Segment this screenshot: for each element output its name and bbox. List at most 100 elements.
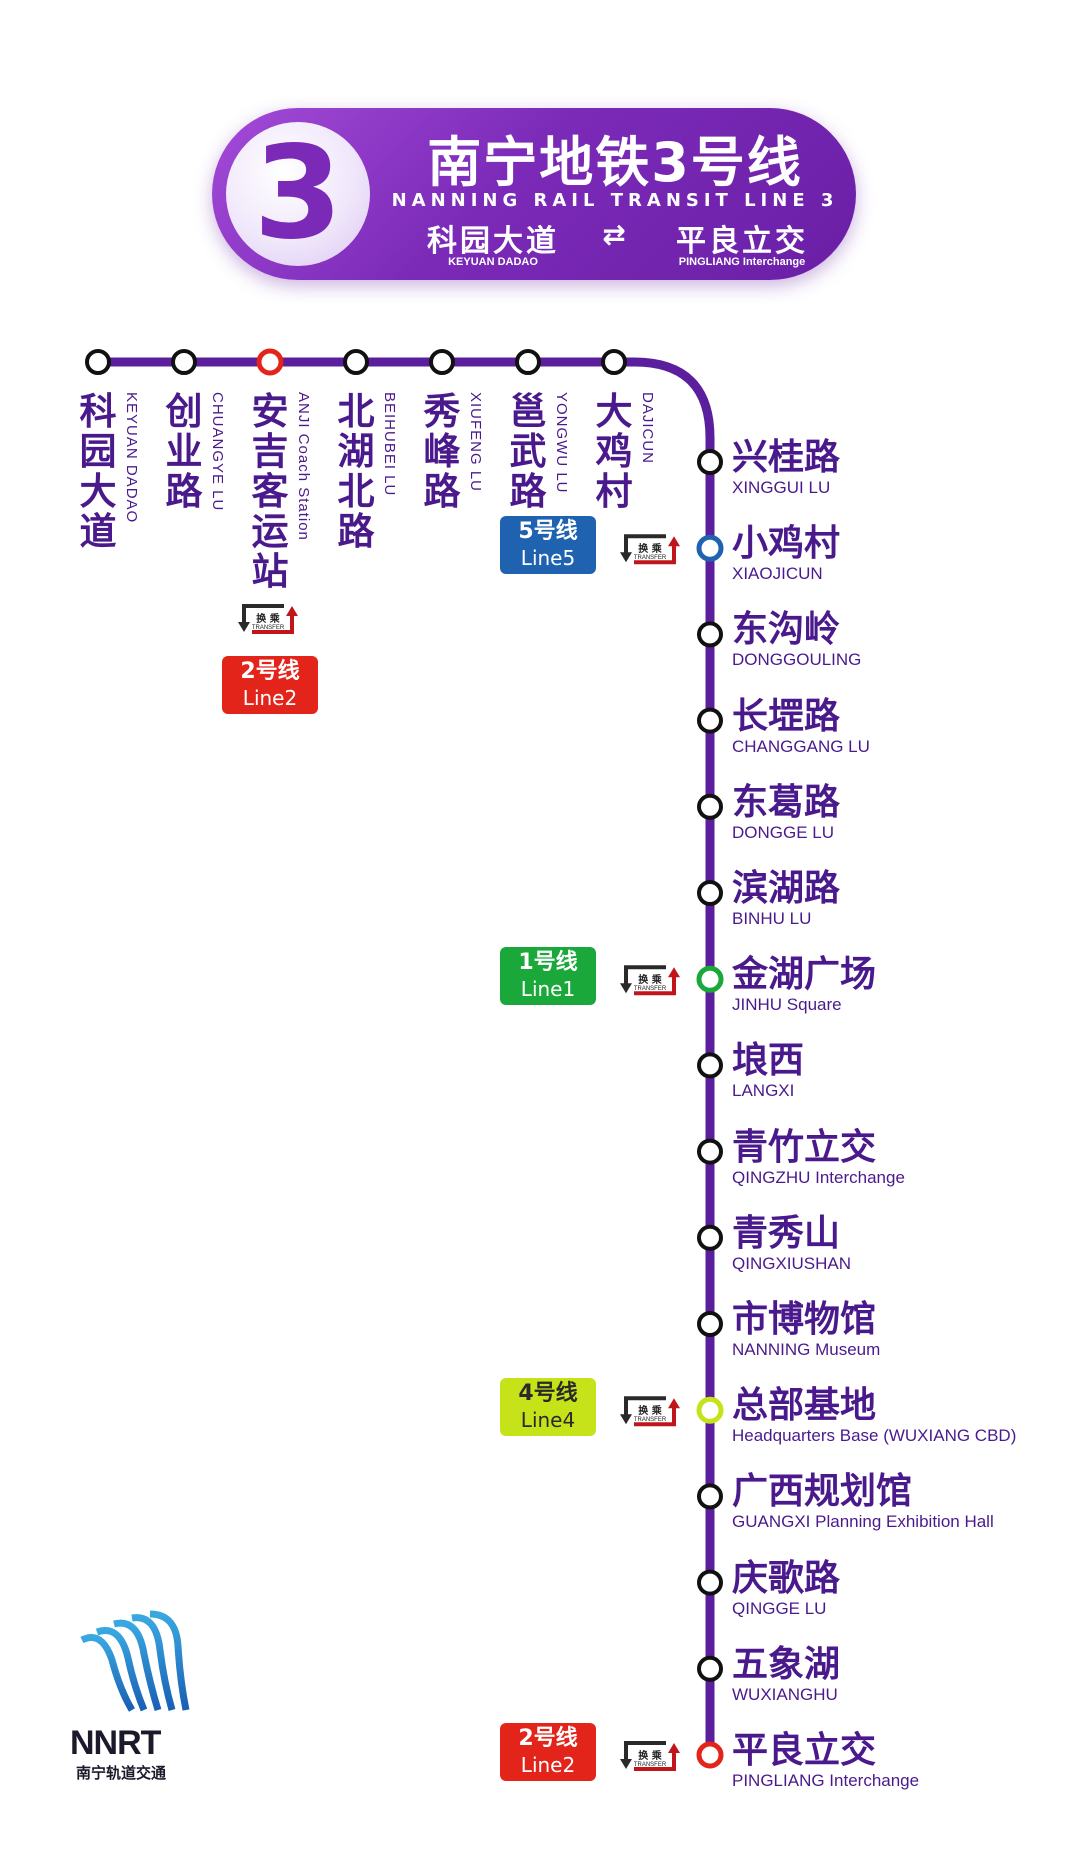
station-name-en: QINGZHU Interchange xyxy=(732,1167,905,1187)
station-dot[interactable] xyxy=(429,349,455,375)
station-name-en: NANNING Museum xyxy=(732,1340,881,1359)
station-dot[interactable] xyxy=(256,348,284,376)
terminus-from-en: KEYUAN DADAO xyxy=(448,256,538,268)
logo-wordmark: NNRT xyxy=(70,1724,161,1762)
svg-text:TRANSFER: TRANSFER xyxy=(634,1762,667,1768)
station-dot[interactable] xyxy=(697,1138,723,1165)
line-number: 3 xyxy=(253,119,343,268)
bidirectional-arrow-icon: ⇄ xyxy=(602,218,626,251)
line2-badge-cn: 2号线 xyxy=(518,1726,578,1751)
station-name-cn: 金湖广场 xyxy=(732,954,877,996)
line2-badge-cn: 2号线 xyxy=(240,659,300,684)
station-name-cn: 邕武路 xyxy=(509,390,547,513)
svg-text:TRANSFER: TRANSFER xyxy=(634,986,667,992)
station-dot[interactable] xyxy=(697,1655,723,1682)
station-name-cn: 长堽路 xyxy=(732,695,841,737)
line5-badge-en: Line5 xyxy=(520,546,576,571)
station-name-en: GUANGXI Planning Exhibition Hall xyxy=(732,1512,994,1532)
line4-badge-en: Line4 xyxy=(520,1408,576,1433)
station-name-en: LANGXI xyxy=(732,1081,795,1101)
station-dot[interactable] xyxy=(697,1311,723,1337)
station-name-en: BINHU LU xyxy=(732,909,812,928)
station-name-cn: 广西规划馆 xyxy=(732,1471,913,1513)
station-name-en: PINGLIANG Interchange xyxy=(732,1771,920,1790)
station-name-en: KEYUAN DADAO xyxy=(123,392,140,524)
station-name-en: DONGGE LU xyxy=(732,822,835,842)
station-name-en: XIAOJICUN xyxy=(732,564,823,584)
station-dot[interactable] xyxy=(697,449,723,475)
station-dot[interactable] xyxy=(696,965,724,993)
station-dot[interactable] xyxy=(601,349,627,375)
line-title: 南宁地铁3号线 xyxy=(427,131,803,194)
station-dot[interactable] xyxy=(696,1396,724,1424)
station-name-en: QINGGE LU xyxy=(732,1598,827,1618)
station-dot[interactable] xyxy=(697,1483,723,1510)
svg-text:换 乘: 换 乘 xyxy=(638,1749,662,1762)
logo-subtitle: 南宁轨道交通 xyxy=(76,1764,167,1782)
line3-route-path xyxy=(98,357,715,1755)
station-dot[interactable] xyxy=(697,880,723,906)
line1-badge-en: Line1 xyxy=(520,977,576,1002)
line-header: 3 南宁地铁3号线 NANNING RAIL TRANSIT LINE 3 科园… xyxy=(212,108,856,280)
terminus-to: 平良立交 xyxy=(676,224,808,259)
station-dot[interactable] xyxy=(697,1052,723,1079)
station-dot[interactable] xyxy=(697,1224,723,1251)
svg-text:换 乘: 换 乘 xyxy=(256,612,280,625)
station-dot[interactable] xyxy=(85,349,111,375)
station-dot[interactable] xyxy=(696,1741,724,1769)
station-name-cn: 安吉客运站 xyxy=(251,390,289,593)
station-name-cn: 庆歌路 xyxy=(732,1557,841,1599)
station-name-cn: 科园大道 xyxy=(79,390,117,553)
station-dot[interactable] xyxy=(343,349,369,375)
station-dot[interactable] xyxy=(696,534,724,562)
station-name-cn: 平良立交 xyxy=(732,1730,877,1771)
station-name-cn: 市博物馆 xyxy=(732,1299,877,1340)
station-dot[interactable] xyxy=(697,793,723,820)
station-name-en: YONGWU LU xyxy=(553,392,570,494)
station-dot[interactable] xyxy=(697,621,723,648)
station-dot[interactable] xyxy=(515,349,541,375)
line-subtitle: NANNING RAIL TRANSIT LINE 3 xyxy=(391,190,839,211)
station-name-en: XIUFENG LU xyxy=(467,392,484,493)
line1-badge-cn: 1号线 xyxy=(518,950,578,976)
svg-text:TRANSFER: TRANSFER xyxy=(634,1417,667,1423)
station-name-cn: 大鸡村 xyxy=(595,390,633,513)
nnrt-logo-icon xyxy=(80,1610,190,1712)
terminus-from: 科园大道 xyxy=(427,224,559,259)
station-name-cn: 北湖北路 xyxy=(337,390,375,553)
line2-badge-en: Line2 xyxy=(242,686,298,710)
station-dot[interactable] xyxy=(697,707,723,734)
station-dot[interactable] xyxy=(171,349,197,375)
station-name-cn: 五象湖 xyxy=(732,1643,841,1685)
station-name-cn: 青秀山 xyxy=(732,1212,841,1254)
station-name-cn: 青竹立交 xyxy=(732,1126,877,1168)
station-name-cn: 东沟岭 xyxy=(732,609,841,651)
station-dot[interactable] xyxy=(697,1569,723,1596)
station-name-cn: 秀峰路 xyxy=(423,390,461,513)
station-name-en: CHANGGANG LU xyxy=(732,736,870,756)
station-name-en: DONGGOULING xyxy=(732,650,862,670)
